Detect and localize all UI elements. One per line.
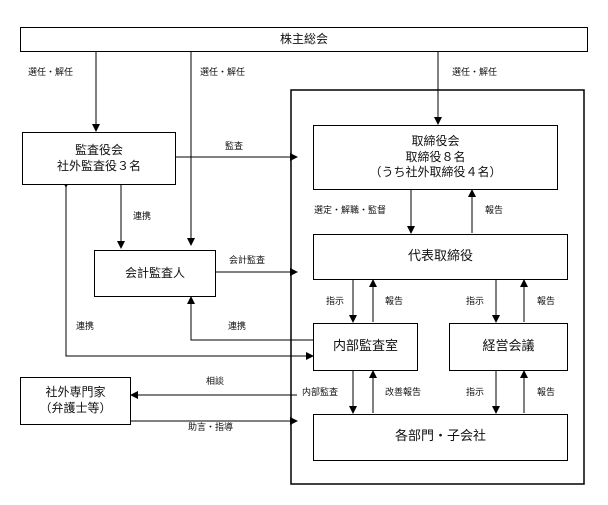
elect-label-auditors: 選任・解任: [28, 68, 74, 78]
external-experts-subtitle: （弁護士等）: [39, 401, 112, 415]
instruct-label-internal: 指示: [326, 297, 345, 307]
external-experts-box: 社外専門家 （弁護士等）: [20, 377, 131, 425]
coop-label-auditors-internal: 連携: [76, 322, 95, 332]
internal-audit-flow-label: 内部監査: [302, 388, 339, 398]
board-subtitle-2: （うち社外取締役４名）: [369, 165, 502, 180]
divisions-subsidiaries-label: 各部門・子会社: [394, 429, 486, 445]
accounting-audit-label: 会計監査: [229, 256, 266, 266]
report-label-board: 報告: [485, 206, 504, 216]
shareholders-meeting-box: 株主総会: [20, 27, 588, 52]
accounting-auditor-label: 会計監査人: [124, 265, 185, 280]
executive-enclosure: [290, 89, 585, 485]
coop-line-internal-accounting: [187, 296, 313, 341]
board-subtitle-1: 取締役８名: [405, 149, 466, 164]
coop-label-auditors-accounting: 連携: [133, 212, 152, 222]
shareholders-meeting-label: 株主総会: [279, 31, 328, 46]
external-experts-title: 社外専門家: [45, 385, 106, 400]
advice-label: 助言・指導: [188, 423, 234, 433]
audit-board-box: 監査役会 社外監査役３名: [22, 132, 176, 185]
appoint-label: 選定・解職・監督: [314, 206, 387, 216]
internal-audit-office-box: 内部監査室: [313, 323, 418, 371]
instruct-label-council: 指示: [466, 297, 485, 307]
board-of-directors-box: 取締役会 取締役８名 （うち社外取締役４名）: [313, 125, 558, 190]
internal-audit-office-label: 内部監査室: [332, 338, 398, 354]
management-council-label: 経営会議: [482, 338, 535, 354]
instruct-label-divisions: 指示: [466, 388, 485, 398]
audit-board-subtitle: 社外監査役３名: [56, 158, 141, 173]
report-label-rep-2: 報告: [537, 297, 556, 307]
report-label-council: 報告: [537, 388, 556, 398]
elect-label-accounting: 選任・解任: [200, 68, 246, 78]
coop-label-internal-accounting: 連携: [228, 322, 247, 332]
improvement-report-label: 改善報告: [385, 388, 422, 398]
coop-line-auditors-internal: [62, 180, 314, 360]
management-council-box: 経営会議: [449, 323, 568, 371]
representative-director-label: 代表取締役: [407, 248, 473, 264]
report-label-rep-1: 報告: [385, 297, 404, 307]
board-title: 取締役会: [411, 134, 460, 149]
audit-board-title: 監査役会: [74, 142, 123, 157]
elect-label-board: 選任・解任: [452, 68, 498, 78]
consult-label: 相談: [206, 377, 225, 387]
accounting-auditor-box: 会計監査人: [94, 250, 216, 297]
divisions-subsidiaries-box: 各部門・子会社: [313, 414, 568, 461]
representative-director-box: 代表取締役: [313, 234, 568, 280]
audit-label: 監査: [225, 142, 244, 152]
